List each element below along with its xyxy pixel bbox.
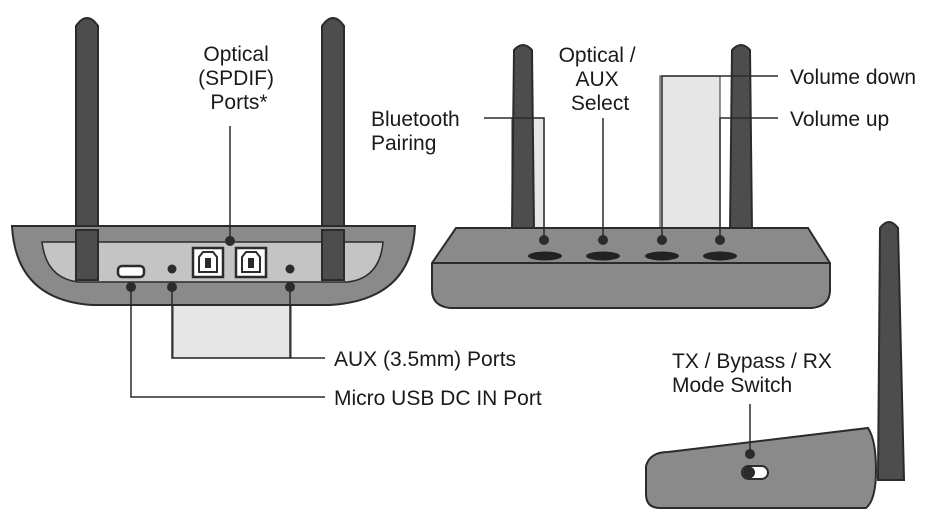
aux-callout-line — [171, 287, 325, 359]
volume-down-label: Volume down — [790, 66, 916, 89]
right-antenna-base — [321, 229, 345, 281]
rear-view-device — [10, 17, 417, 398]
top-left-antenna — [510, 44, 536, 233]
volume-up-label: Volume up — [790, 108, 889, 131]
aux-callout-band — [172, 295, 292, 359]
mode-switch-label: TX / Bypass / RX Mode Switch — [672, 350, 838, 397]
optical-ports-label-line3: Ports* — [210, 91, 267, 114]
left-antenna — [75, 17, 99, 281]
optical-ports-label-line2: (SPDIF) — [198, 67, 274, 90]
left-antenna-base — [75, 229, 99, 281]
optical-aux-select-label-line2: AUX — [575, 68, 618, 91]
bluetooth-pairing-button — [528, 251, 562, 261]
bluetooth-pairing-label-line1: Bluetooth — [371, 108, 460, 131]
bluetooth-pairing-label: Bluetooth Pairing — [371, 108, 466, 155]
volume-up-callout-line — [719, 117, 778, 240]
optical-ports-label-line1: Optical — [203, 43, 268, 66]
optical-port-right — [234, 246, 268, 279]
bluetooth-pairing-label-line2: Pairing — [371, 132, 436, 155]
top-body — [431, 227, 831, 309]
optical-port-left — [191, 246, 225, 279]
aux-jack-left — [167, 264, 177, 274]
side-view-device — [645, 221, 906, 509]
micro-usb-port — [116, 264, 146, 279]
top-right-antenna — [728, 44, 754, 233]
optical-ports-label: Optical (SPDIF) Ports* — [198, 43, 280, 114]
usb-callout-line — [130, 287, 325, 398]
pairing-callout-line — [484, 117, 545, 240]
volume-down-callout-line — [661, 75, 778, 240]
aux-jack-right — [285, 264, 295, 274]
side-antenna — [876, 221, 906, 481]
top-view-device — [431, 44, 831, 309]
right-antenna — [321, 17, 345, 281]
optical-aux-select-button — [586, 251, 620, 261]
volume-down-button — [645, 251, 679, 261]
aux-ports-label: AUX (3.5mm) Ports — [334, 348, 516, 371]
mode-switch-label-line1: TX / Bypass / RX — [672, 350, 832, 373]
mode-switch-label-line2: Mode Switch — [672, 374, 792, 397]
volume-callout-band — [659, 75, 721, 231]
optical-aux-select-label-line1: Optical / — [559, 44, 636, 67]
optical-aux-select-label: Optical / AUX Select — [559, 44, 642, 115]
mode-switch-knob — [743, 466, 755, 479]
optical-aux-select-label-line3: Select — [571, 92, 630, 115]
volume-up-button — [703, 251, 737, 261]
micro-usb-label: Micro USB DC IN Port — [334, 387, 542, 410]
